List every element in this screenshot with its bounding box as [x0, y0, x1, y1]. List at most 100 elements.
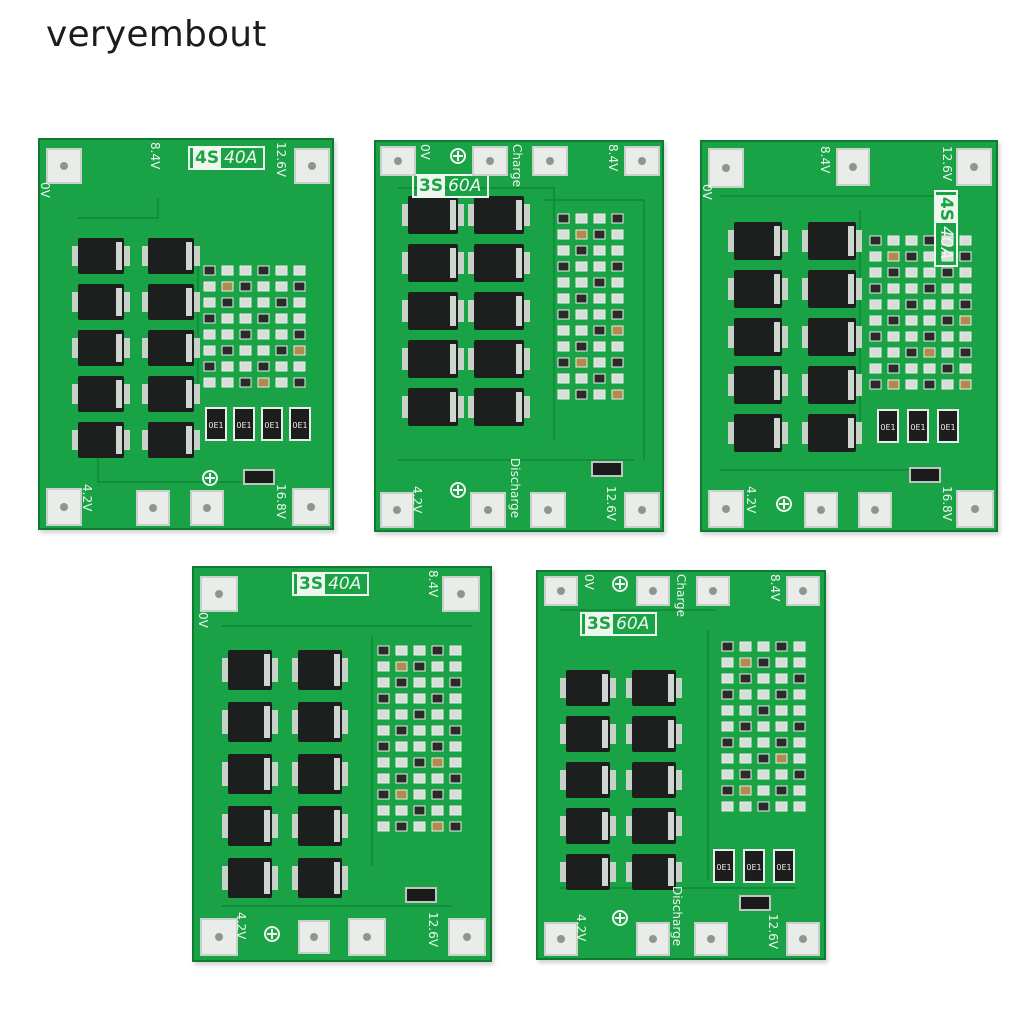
smd-part [721, 737, 734, 748]
smd-part [775, 641, 788, 652]
smd-part [275, 329, 288, 340]
board-2-label-charge: Charge [510, 144, 524, 188]
mosfet-chip [734, 270, 782, 308]
mosfet-chip [78, 284, 124, 320]
mosfet-tab [848, 322, 854, 352]
mosfet-tab [848, 418, 854, 448]
board-5-pad-c-minus [636, 576, 670, 606]
mosfet-chip [566, 716, 610, 752]
smd-part [757, 801, 770, 812]
board-3-label-16v8: 16.8V [940, 486, 954, 521]
smd-part [413, 821, 426, 832]
mosfet-tab [668, 812, 674, 840]
mosfet-tab [602, 812, 608, 840]
smd-part [377, 805, 390, 816]
board-4-label-8v4: 8.4V [426, 570, 440, 598]
smd-part [887, 283, 900, 294]
board-4-pad-b2 [200, 918, 238, 956]
smd-part [431, 757, 444, 768]
smd-part [275, 265, 288, 276]
mosfet-chip [148, 330, 194, 366]
smd-part [203, 377, 216, 388]
board-1-pad-b3 [292, 488, 330, 526]
smd-part [793, 785, 806, 796]
smd-part [757, 689, 770, 700]
smd-part [221, 281, 234, 292]
smd-part [739, 641, 752, 652]
smd-part [775, 705, 788, 716]
smd-part [905, 251, 918, 262]
smd-part [221, 265, 234, 276]
smd-part [757, 785, 770, 796]
smd-part [775, 769, 788, 780]
smd-part [959, 379, 972, 390]
smd-part [377, 789, 390, 800]
mosfet-chip [808, 366, 856, 404]
board-3-label-12v6: 12.6V [940, 146, 954, 181]
smd-part [941, 235, 954, 246]
smd-part [959, 315, 972, 326]
smd-components [377, 645, 462, 903]
smd-part [757, 753, 770, 764]
smd-part [203, 361, 216, 372]
trace [97, 458, 278, 483]
smd-part [905, 331, 918, 342]
mosfet-chip [78, 422, 124, 458]
mosfet-tab [334, 654, 340, 686]
smd-part [293, 345, 306, 356]
smd-part [431, 645, 444, 656]
mosfet-chip [566, 854, 610, 890]
smd-part [959, 299, 972, 310]
smd-part [941, 347, 954, 358]
smd-part [941, 331, 954, 342]
resistor-marking: 0E1 [940, 423, 955, 432]
mosfet-chip [408, 292, 458, 330]
mosfet-tab [116, 426, 122, 454]
board-3-pad-b-plus [956, 490, 994, 528]
smd-part [739, 657, 752, 668]
shunt-resistor [205, 407, 227, 441]
smd-part [869, 379, 882, 390]
smd-part [869, 235, 882, 246]
smd-part [593, 309, 606, 320]
smd-part [959, 235, 972, 246]
mosfet-chip [78, 238, 124, 274]
smd-part [557, 389, 570, 400]
smd-part [923, 235, 936, 246]
smd-part [793, 753, 806, 764]
copper-traces [398, 187, 645, 461]
copper-traces [222, 625, 472, 907]
mosfet-chip [78, 330, 124, 366]
shunt-resistor [773, 849, 795, 883]
smd-part [557, 373, 570, 384]
board-2-pad-b3 [380, 492, 414, 528]
smd-part [257, 361, 270, 372]
smd-part [239, 377, 252, 388]
smd-part [395, 741, 408, 752]
smd-part [721, 641, 734, 652]
board-5-pad-b3 [544, 922, 578, 956]
board-2-pad-p-minus [470, 492, 506, 528]
smd-part [413, 661, 426, 672]
mosfet-chip [808, 414, 856, 452]
mosfet-chip [298, 702, 342, 742]
smd-part [923, 331, 936, 342]
mosfet-tab [264, 810, 270, 842]
smd-part [293, 313, 306, 324]
smd-part [793, 689, 806, 700]
smd-part [449, 725, 462, 736]
smd-part [959, 363, 972, 374]
smd-part [739, 785, 752, 796]
smd-part [377, 741, 390, 752]
smd-part [611, 373, 624, 384]
smd-part [739, 673, 752, 684]
smd-part [239, 281, 252, 292]
mosfet-chip [632, 670, 676, 706]
smd-part [557, 213, 570, 224]
smd-part [611, 341, 624, 352]
smd-part [887, 363, 900, 374]
resistor-marking: 0E1 [910, 423, 925, 432]
smd-part [721, 673, 734, 684]
